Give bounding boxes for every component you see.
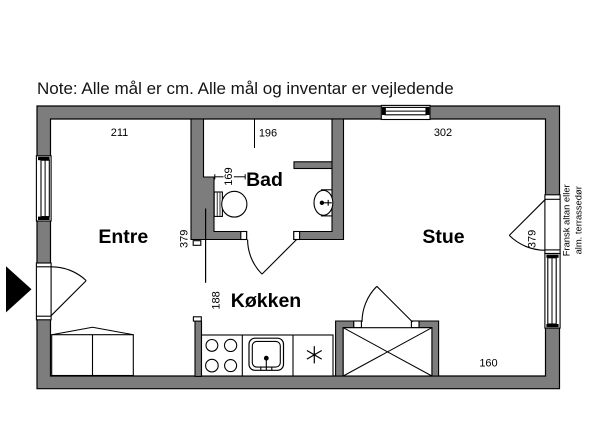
entrance-arrow-icon <box>6 266 32 313</box>
window-left-cap-top <box>38 156 50 161</box>
wardrobe-top-line-2 <box>92 326 134 336</box>
stue-closet <box>335 285 440 377</box>
dim-label-379-stue: 379 <box>527 230 539 248</box>
window-top <box>380 104 431 121</box>
closet-door-leaf <box>376 285 413 323</box>
toilet-bowl <box>221 190 248 218</box>
bad-door-swing-arc <box>247 239 263 275</box>
room-label-stue: Stue <box>422 226 464 248</box>
dim-label-169: 169 <box>223 167 235 185</box>
dim-label-379-entre: 379 <box>179 230 191 248</box>
kokken-stub-wall <box>194 320 203 377</box>
terrace-door-leaf <box>508 198 546 236</box>
entrance-door-swing-arc <box>50 266 87 281</box>
entrance-door <box>35 262 87 321</box>
entre-kokken-post-top <box>192 240 202 246</box>
kitchen-sink <box>248 337 285 371</box>
terrace-door-note-line1: Fransk altan eller <box>561 184 572 256</box>
window-left <box>35 155 52 222</box>
entre-bad-wall <box>190 118 248 241</box>
window-right-cap-bottom <box>546 324 559 328</box>
bad-inner-stub-wall <box>293 161 335 170</box>
dim-label-188: 188 <box>211 291 223 309</box>
wardrobe-top-line-1 <box>51 326 93 336</box>
window-right-cap-top <box>546 254 559 258</box>
room-label-kokken: Køkken <box>231 290 301 312</box>
entrance-door-leaf <box>50 280 87 317</box>
closet-door-swing-arc <box>361 285 378 323</box>
window-right <box>544 252 561 329</box>
washbasin-faucet-dot <box>319 200 325 205</box>
terrace-door-note-line2: alm. terrassedør <box>573 186 584 254</box>
note-text: Note: Alle mål er cm. Alle mål og invent… <box>37 79 454 98</box>
entre-wardrobe <box>51 326 134 377</box>
closet-door-post-right <box>410 320 420 329</box>
closet-door-post-left <box>353 320 362 329</box>
dishwasher-asterisk-icon <box>306 346 323 364</box>
stove-burners <box>205 338 238 373</box>
bad-door-post-left <box>240 230 248 241</box>
toilet <box>213 190 248 218</box>
bad-door-post-right <box>293 230 301 241</box>
window-top-cap-right <box>426 106 430 115</box>
terrace-door-swing-arc <box>508 235 546 251</box>
window-top-cap-left <box>381 106 386 115</box>
dim-label-160: 160 <box>479 358 497 370</box>
dimension-lines <box>214 119 255 180</box>
room-label-entre: Entre <box>98 226 148 248</box>
closet-cross-2 <box>342 327 433 377</box>
bad-door <box>247 239 297 275</box>
washbasin <box>313 189 334 217</box>
window-left-cap-bottom <box>38 216 50 220</box>
dim-label-196: 196 <box>259 128 277 140</box>
kitchen-counter <box>200 334 334 377</box>
entre-kokken-post-bottom <box>192 316 202 322</box>
dim-label-302: 302 <box>434 127 452 139</box>
terrace-door <box>508 194 561 255</box>
bad-stue-wall <box>293 118 345 241</box>
room-label-bad: Bad <box>246 169 283 191</box>
dim-label-211: 211 <box>111 127 129 139</box>
bad-door-leaf <box>261 239 297 275</box>
